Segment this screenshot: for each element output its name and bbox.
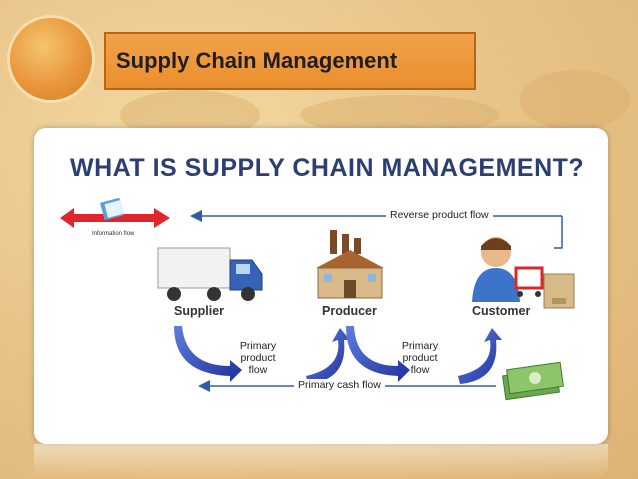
primary-cash-flow-label: Primary cash flow [294,379,385,391]
reverse-product-flow-label: Reverse product flow [386,209,493,221]
title-bar: Supply Chain Management [104,32,476,90]
money-icon [502,361,564,401]
primary-product-flow-arrow-3 [346,326,410,382]
producer-label: Producer [322,304,377,318]
primary-product-flow-arrow-2 [306,328,350,384]
label-line: product [240,352,276,364]
diagram-panel: WHAT IS SUPPLY CHAIN MANAGEMENT? [34,128,608,444]
map-decoration [520,70,630,130]
primary-product-flow-arrow-4 [458,328,502,384]
diagram-heading: WHAT IS SUPPLY CHAIN MANAGEMENT? [70,154,585,182]
primary-product-flow-label-2: Primary product flow [400,340,440,376]
information-flow-label: Information flow [92,231,135,237]
label-line: flow [410,364,430,376]
customer-icon [472,237,575,309]
primary-product-flow-label-1: Primary product flow [238,340,278,376]
truck-icon [157,247,263,301]
label-line: product [402,352,438,364]
panel-reflection [34,444,608,478]
label-line: Primary [401,340,439,352]
label-line: flow [248,364,268,376]
primary-product-flow-arrow-1 [174,326,242,382]
page-title: Supply Chain Management [116,48,398,73]
supplier-label: Supplier [174,304,225,318]
globe-logo [10,18,92,100]
label-line: Primary [239,340,277,352]
factory-icon [316,230,384,299]
customer-label: Customer [472,304,531,318]
reverse-product-flow-arrow [190,210,563,249]
information-flow-arrow [60,197,170,228]
diagram-graphics [60,197,575,401]
